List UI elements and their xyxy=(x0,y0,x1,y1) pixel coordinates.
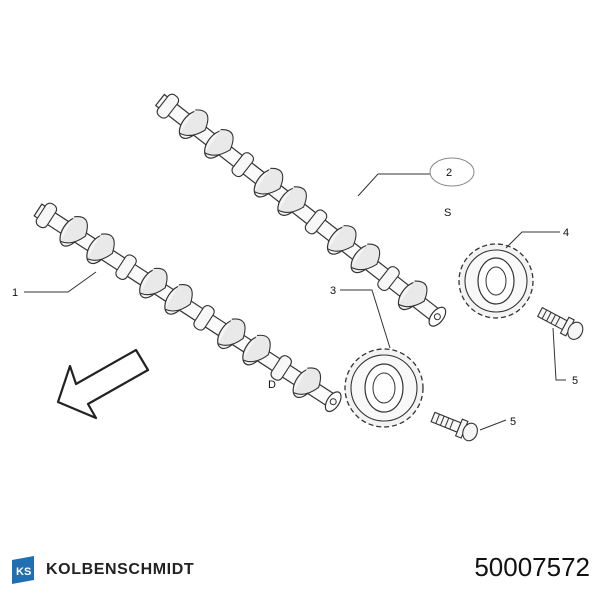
brand-bar: KS KOLBENSCHMIDT xyxy=(8,545,194,595)
sprocket-lower xyxy=(344,348,424,428)
callout-2-ring xyxy=(429,157,475,187)
sprocket-upper xyxy=(458,243,534,319)
leader-5b xyxy=(479,419,507,431)
direction-arrow xyxy=(56,348,150,420)
callout-3: 3 xyxy=(330,285,336,297)
kolbenschmidt-logo-icon: KS xyxy=(12,556,34,584)
callout-2: 2 xyxy=(446,167,452,179)
callout-5-lower: 5 xyxy=(510,416,516,428)
callout-1: 1 xyxy=(12,287,18,299)
leader-5a xyxy=(552,327,566,381)
part-number: 50007572 xyxy=(474,552,590,582)
label-s: S xyxy=(444,207,451,219)
leader-3 xyxy=(340,289,391,349)
bolt-upper xyxy=(536,306,584,340)
callout-4: 4 xyxy=(563,227,569,239)
callout-5-upper: 5 xyxy=(572,375,578,387)
camshaft-upper xyxy=(154,91,447,327)
camshaft-lower xyxy=(33,200,342,413)
svg-text:KS: KS xyxy=(16,566,31,578)
leader-1 xyxy=(24,271,97,293)
leader-4 xyxy=(505,231,560,249)
bolt-lower xyxy=(430,411,478,442)
leader-2 xyxy=(357,173,430,197)
brand-name: KOLBENSCHMIDT xyxy=(46,561,195,578)
label-d: D xyxy=(268,379,276,391)
